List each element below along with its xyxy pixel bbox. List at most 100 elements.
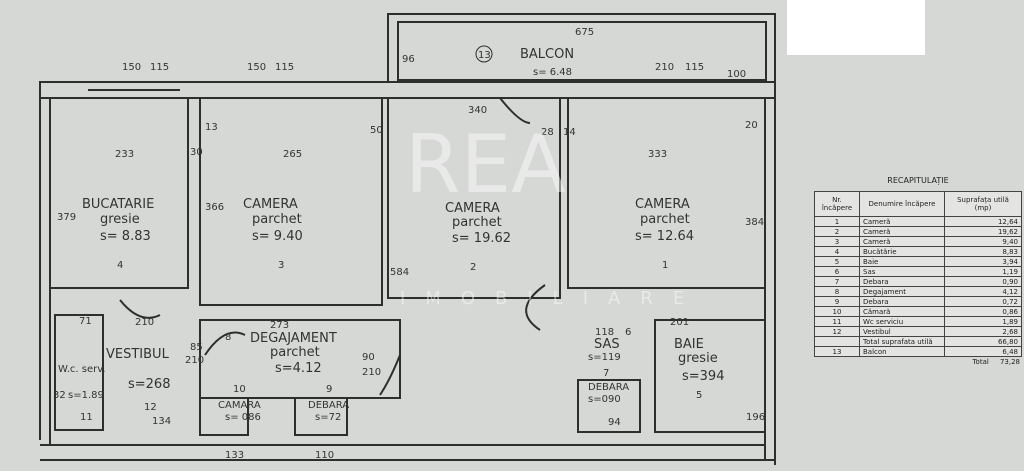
table-cell: 1,19	[944, 266, 1022, 277]
svg-text:14: 14	[563, 127, 576, 138]
svg-text:s= 9.40: s= 9.40	[252, 229, 303, 244]
svg-text:50: 50	[370, 125, 383, 136]
recap-title: RECAPITULAȚIE	[887, 176, 949, 185]
table-cell: 9	[814, 296, 860, 307]
svg-text:9: 9	[326, 384, 332, 395]
table-cell: 2	[814, 226, 860, 237]
room-5: BAIE gresie s=394 5	[674, 337, 724, 401]
svg-text:150: 150	[122, 62, 141, 73]
table-cell: Vestibul	[859, 326, 945, 337]
room-12: VESTIBUL s=268 12	[106, 347, 170, 413]
svg-text:233: 233	[115, 149, 134, 160]
svg-text:210: 210	[655, 62, 674, 73]
table-cell: 3,94	[944, 256, 1022, 267]
svg-text:379: 379	[57, 212, 76, 223]
svg-text:384: 384	[745, 217, 764, 228]
svg-text:parchet: parchet	[452, 215, 502, 230]
svg-text:584: 584	[390, 267, 409, 278]
svg-text:s=1.89: s=1.89	[68, 390, 104, 401]
svg-text:94: 94	[608, 417, 621, 428]
svg-text:4: 4	[117, 260, 123, 271]
table-cell: 6,48	[944, 346, 1022, 357]
svg-text:210: 210	[362, 367, 381, 378]
svg-text:13: 13	[478, 50, 491, 61]
room-10: 10 CAMARA s= 086	[218, 384, 261, 423]
svg-text:s= 6.48: s= 6.48	[533, 67, 572, 78]
table-cell: Cameră	[859, 216, 945, 227]
svg-text:10: 10	[233, 384, 246, 395]
table-cell: Degajament	[859, 286, 945, 297]
svg-text:gresie: gresie	[678, 351, 718, 366]
svg-text:118: 118	[595, 327, 614, 338]
svg-text:W.c. serv.: W.c. serv.	[58, 364, 106, 375]
svg-text:parchet: parchet	[270, 345, 320, 360]
table-cell: Total suprafata utilă	[859, 336, 945, 347]
svg-text:1: 1	[662, 260, 668, 271]
svg-text:gresie: gresie	[100, 212, 140, 227]
svg-text:28: 28	[541, 127, 554, 138]
table-cell: 4,12	[944, 286, 1022, 297]
svg-text:210: 210	[185, 355, 204, 366]
svg-text:265: 265	[283, 149, 302, 160]
svg-text:20: 20	[745, 120, 758, 131]
svg-text:DEBARA: DEBARA	[588, 382, 629, 393]
svg-text:30: 30	[190, 147, 203, 158]
walls	[39, 13, 776, 465]
header-area: Suprafața utilă (mp)	[944, 191, 1022, 217]
table-cell: 0,72	[944, 296, 1022, 307]
table-cell: 4	[814, 246, 860, 257]
table-cell: 1,89	[944, 316, 1022, 327]
svg-text:s= 8.83: s= 8.83	[100, 229, 151, 244]
svg-text:VESTIBUL: VESTIBUL	[106, 347, 170, 362]
svg-text:s=090: s=090	[588, 394, 621, 405]
table-cell: 12,64	[944, 216, 1022, 227]
svg-text:201: 201	[670, 317, 689, 328]
header-nr: Nr. încăpere	[814, 191, 860, 217]
room-6: 6 SAS s=119	[588, 327, 631, 363]
svg-text:3: 3	[278, 260, 284, 271]
svg-text:71: 71	[79, 316, 92, 327]
table-cell: 12	[814, 326, 860, 337]
svg-text:100: 100	[727, 69, 746, 80]
svg-text:DEBARA: DEBARA	[308, 400, 349, 411]
table-cell: 13	[814, 346, 860, 357]
svg-text:366: 366	[205, 202, 224, 213]
room-3: CAMERA parchet s= 9.40 3	[243, 197, 303, 271]
table-cell: 1	[814, 216, 860, 227]
svg-text:8: 8	[225, 332, 231, 343]
svg-text:675: 675	[575, 27, 594, 38]
room-11: W.c. serv. s=1.89 11	[58, 364, 106, 423]
table-cell: 0,90	[944, 276, 1022, 287]
svg-text:s= 12.64: s= 12.64	[635, 229, 694, 244]
svg-text:s=394: s=394	[682, 369, 724, 384]
svg-text:s= 086: s= 086	[225, 412, 261, 423]
svg-text:parchet: parchet	[640, 212, 690, 227]
svg-text:115: 115	[150, 62, 169, 73]
svg-text:110: 110	[315, 450, 334, 461]
recap-total: Total 73,28	[972, 358, 1020, 366]
room-7: 7 DEBARA s=090	[588, 368, 629, 405]
svg-text:90: 90	[362, 352, 375, 363]
blank-patch	[787, 0, 925, 55]
svg-text:CAMERA: CAMERA	[243, 197, 298, 212]
table-cell: Balcon	[859, 346, 945, 357]
table-cell: Debara	[859, 296, 945, 307]
svg-text:85: 85	[190, 342, 203, 353]
svg-text:s= 19.62: s= 19.62	[452, 231, 511, 246]
watermark: REA IMOBILIARE	[400, 118, 704, 309]
svg-text:CAMERA: CAMERA	[635, 197, 690, 212]
table-cell: 5	[814, 256, 860, 267]
svg-text:IMOBILIARE: IMOBILIARE	[400, 288, 704, 309]
room-1: CAMERA parchet s= 12.64 1	[635, 197, 694, 271]
balcony-label: 675 13 BALCON s= 6.48	[475, 27, 594, 78]
table-cell: 66,80	[944, 336, 1022, 347]
